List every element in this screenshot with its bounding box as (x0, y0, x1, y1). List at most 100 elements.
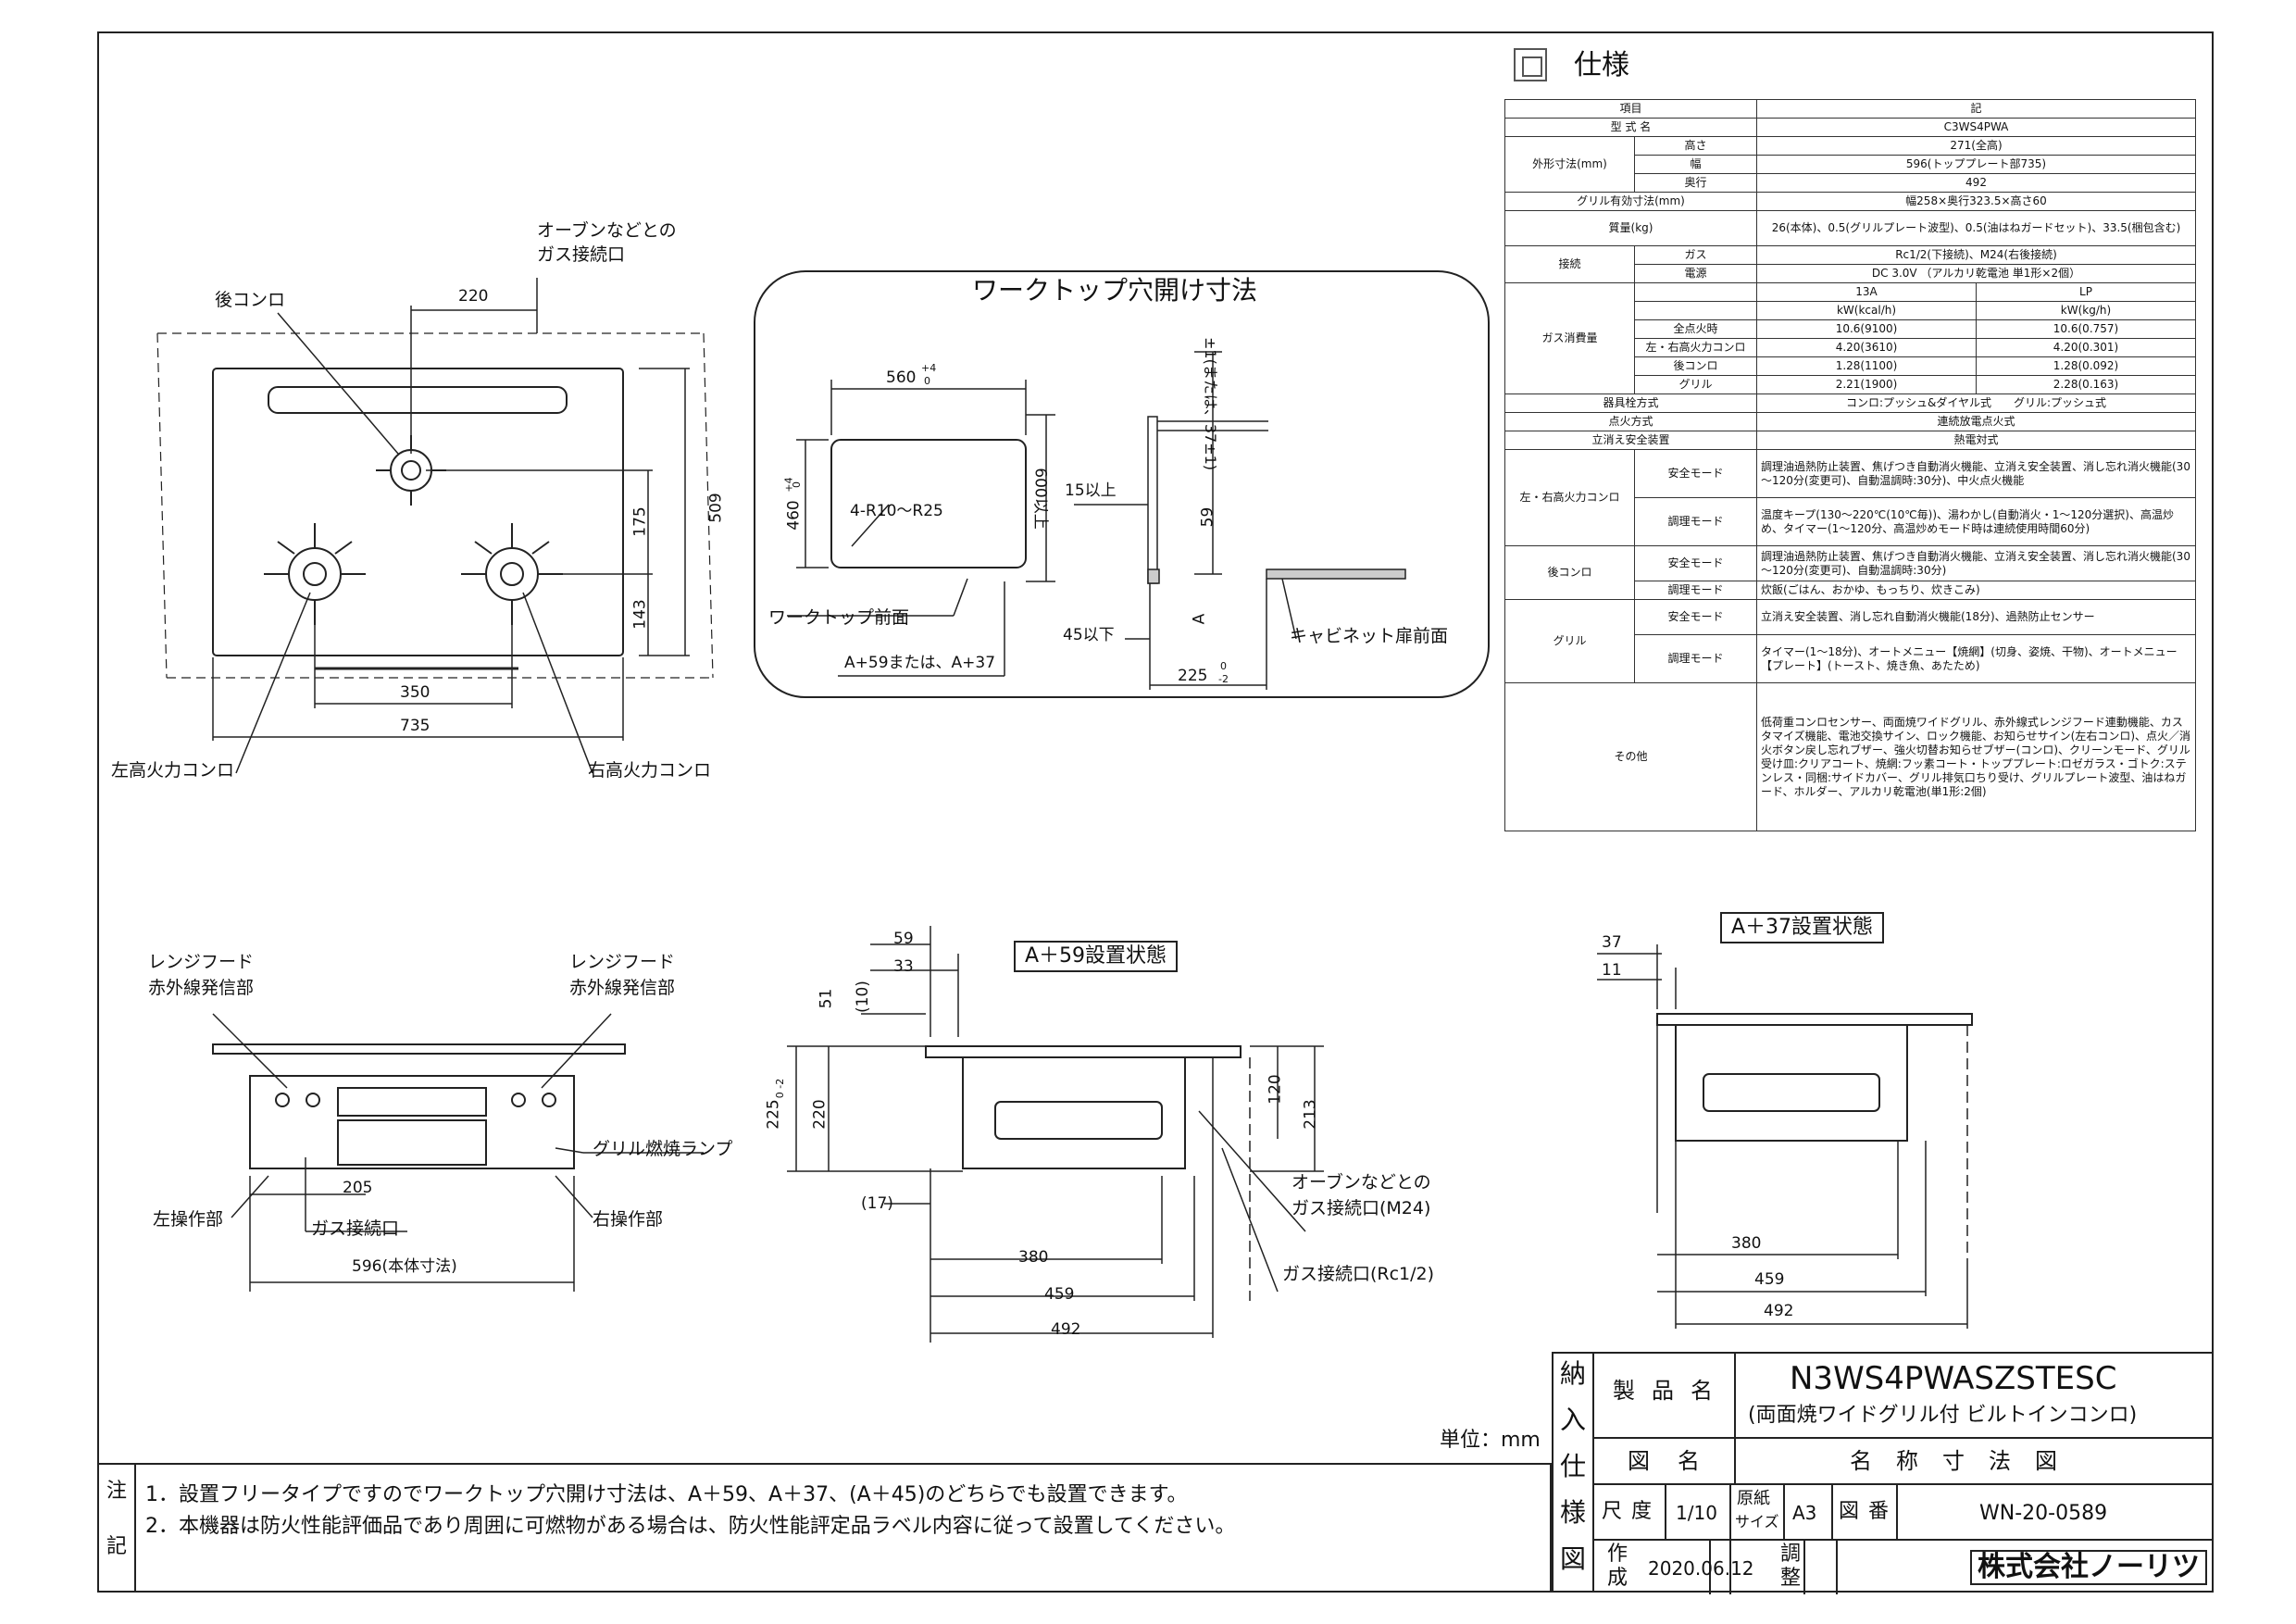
s59-d492: 492 (1051, 1320, 1081, 1339)
s59-oven-2: ガス接続口(M24) (1292, 1198, 1431, 1218)
dim-350: 350 (400, 683, 430, 702)
top-vent (268, 386, 568, 414)
cabinet-door-label: キャビネット扉前面 (1290, 626, 1449, 646)
s59-d459: 459 (1044, 1285, 1075, 1304)
hood-right-label-2: 赤外線発信部 (569, 978, 676, 998)
s59-d33: 33 (893, 957, 914, 976)
radius-label: 4-R10～R25 (850, 502, 943, 520)
s59-d213: 213 (1301, 1099, 1320, 1130)
tb-product-name-label: 製品名 (1613, 1378, 1729, 1404)
unit-label: 単位：mm (1440, 1429, 1541, 1452)
a-label: A (1190, 613, 1209, 625)
notes-label-2: 記 (106, 1535, 128, 1558)
s37-d37: 37 (1602, 933, 1622, 952)
dim-596: 596(本体寸法) (352, 1257, 457, 1276)
s37-d11: 11 (1602, 961, 1622, 980)
right-op-label: 右操作部 (593, 1209, 664, 1230)
left-burner-icon (264, 523, 366, 625)
dim-560: 560 (886, 369, 917, 387)
right-burner-label: 右高火力コンロ (588, 760, 712, 781)
notes-line-2: 2．本機器は防火性能評価品であり周囲に可燃物がある場合は、防火性能評定品ラベル内… (145, 1515, 1236, 1538)
oven-gas-label-1: オーブンなどとの (537, 220, 677, 241)
tb-check-label-1: 調 (1780, 1543, 1802, 1566)
s59-d120: 120 (1266, 1074, 1285, 1105)
spec-title: 仕様 (1574, 49, 1629, 81)
notes-line-1: 1．設置フリータイプですのでワークトップ穴開け寸法は、A＋59、A＋37、(A＋… (145, 1483, 1188, 1506)
hood-right-label-1: レンジフード (569, 952, 676, 972)
tb-paper-label-2: サイズ (1735, 1513, 1779, 1530)
dim-509: 509 (706, 493, 726, 523)
dim-225-tol-dn: -2 (1218, 673, 1229, 685)
s59-d225: 225 (764, 1099, 783, 1130)
tb-paper: A3 (1792, 1502, 1817, 1524)
dim-205: 205 (343, 1179, 373, 1197)
a59-label: A+59または、A+37 (844, 654, 996, 672)
s37-d492: 492 (1764, 1302, 1794, 1320)
cutout-title: ワークトップ穴開け寸法 (972, 275, 1258, 306)
dim-225: 225 (1178, 667, 1208, 685)
front-top-plate (212, 1043, 626, 1055)
dim-560-tol-up: +4 (921, 362, 937, 374)
back-burner-label: 後コンロ (215, 290, 286, 310)
side59-top (925, 1045, 1242, 1058)
dim-735: 735 (400, 717, 430, 735)
tb-drawing-name-label: 図名 (1628, 1448, 1728, 1474)
cooktop-plate (212, 368, 624, 656)
s59-d17: (17) (861, 1194, 893, 1213)
tb-side-3: 様 (1560, 1497, 1587, 1528)
s59-oven-1: オーブンなどとの (1292, 1172, 1431, 1193)
s59-d380: 380 (1018, 1248, 1049, 1267)
hood-left-label-2: 赤外線発信部 (148, 978, 255, 998)
right-burner-icon (461, 523, 563, 625)
s59-gas-rc: ガス接続口(Rc1/2) (1282, 1264, 1435, 1284)
tb-check-label-2: 整 (1780, 1567, 1802, 1590)
front-body (249, 1075, 575, 1169)
s59-d59: 59 (893, 930, 914, 948)
dim-143: 143 (630, 599, 650, 630)
side59-title: A＋59設置状態 (1014, 941, 1179, 972)
tb-scale-label: 尺度 (1602, 1500, 1662, 1523)
tb-created-label-1: 作 (1607, 1543, 1628, 1566)
tb-number-label: 図番 (1839, 1500, 1899, 1523)
hood-left-label-1: レンジフード (148, 952, 255, 972)
dim-220: 220 (458, 287, 489, 306)
s59-d225-tol: 0 -2 (774, 1078, 787, 1099)
dim-460-tol-dn: 0 (791, 481, 803, 488)
dim-600: 600以上 (1030, 468, 1050, 530)
tb-product-desc: (両面焼ワイドグリル付 ビルトインコンロ) (1748, 1404, 2138, 1427)
tb-drawing-name: 名称寸法図 (1850, 1448, 2081, 1474)
tb-scale: 1/10 (1676, 1502, 1717, 1524)
spec-icon (1514, 48, 1547, 81)
tb-product-code: N3WS4PWASZSTESC (1790, 1360, 2117, 1397)
dim-59: 59 (1198, 506, 1217, 528)
dim-15: 15以上 (1065, 481, 1117, 500)
tb-side-4: 図 (1560, 1543, 1587, 1574)
notes-label-1: 注 (106, 1480, 128, 1503)
s59-d10: (10) (853, 981, 872, 1013)
left-op-label: 左操作部 (153, 1209, 224, 1230)
dim-45: 45以下 (1063, 626, 1115, 644)
s59-d51: 51 (817, 988, 836, 1009)
tb-created-label-2: 成 (1607, 1567, 1628, 1590)
s37-d459: 459 (1754, 1270, 1785, 1289)
tb-company-logo: 株式会社ノーリツ (1970, 1550, 2207, 1585)
dim-175: 175 (630, 506, 650, 537)
tb-side-0: 納 (1560, 1358, 1587, 1389)
oven-gas-label-2: ガス接続口 (537, 244, 626, 265)
dim-225-tol-up: 0 (1220, 660, 1227, 672)
tb-side-1: 入 (1560, 1405, 1587, 1435)
left-burner-label: 左高火力コンロ (111, 760, 235, 781)
dim-59-alt: ±1(または、37±1) (1202, 336, 1220, 471)
s37-d380: 380 (1731, 1234, 1762, 1253)
dim-460: 460 (784, 500, 804, 531)
title-block: 納 入 仕 様 図 製品名 N3WS4PWASZSTESC (両面焼ワイドグリル… (1552, 1352, 2214, 1594)
dim-560-tol-dn: 0 (924, 375, 930, 387)
cutout-panel (754, 270, 1490, 698)
gas-conn-label: ガス接続口 (311, 1218, 400, 1239)
side37-body (1675, 1024, 1908, 1142)
grill-lamp-label: グリル燃焼ランプ (593, 1139, 733, 1159)
side37-title: A＋37設置状態 (1720, 912, 1885, 943)
s59-d220: 220 (810, 1099, 830, 1130)
